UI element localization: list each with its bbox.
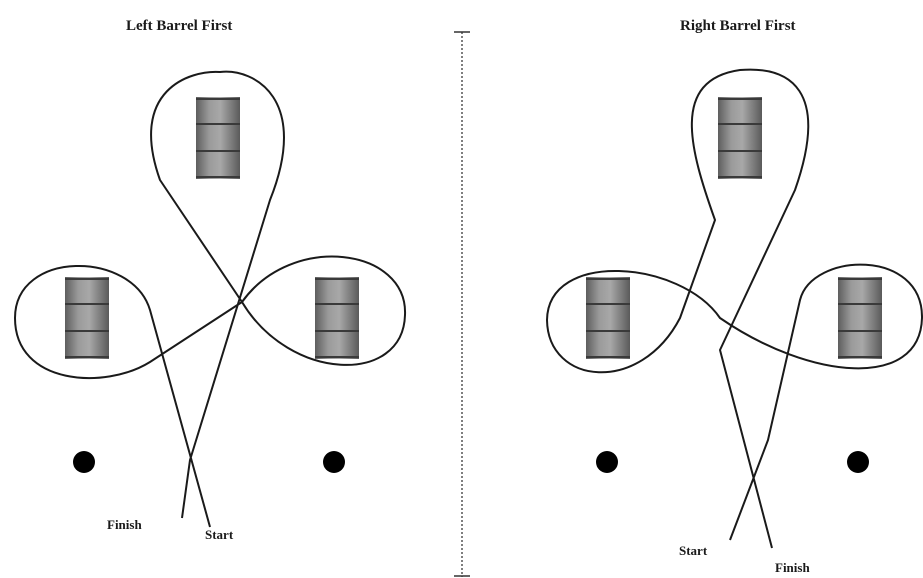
left-timer-marker-right-panel [596,451,618,473]
right-left-barrel [585,276,631,360]
right-start-label: Start [679,543,708,558]
right-finish-label: Finish [775,560,810,575]
right-pattern-path [546,68,923,549]
left-timer-marker-left [73,451,95,473]
left-top-barrel [195,96,241,180]
right-panel-title: Right Barrel First [680,18,796,34]
right-timer-marker-right-panel [847,451,869,473]
left-finish-label: Finish [107,517,142,532]
right-timer-marker-left-panel [323,451,345,473]
right-right-barrel [837,276,883,360]
panel-divider [454,31,470,577]
left-start-label: Start [205,527,234,542]
right-panel [546,68,923,549]
left-panel-title: Left Barrel First [126,18,233,34]
left-left-barrel [64,276,110,360]
right-top-barrel [717,96,763,180]
left-right-barrel [314,276,360,360]
left-panel [14,70,407,528]
left-pattern-path [14,70,407,528]
